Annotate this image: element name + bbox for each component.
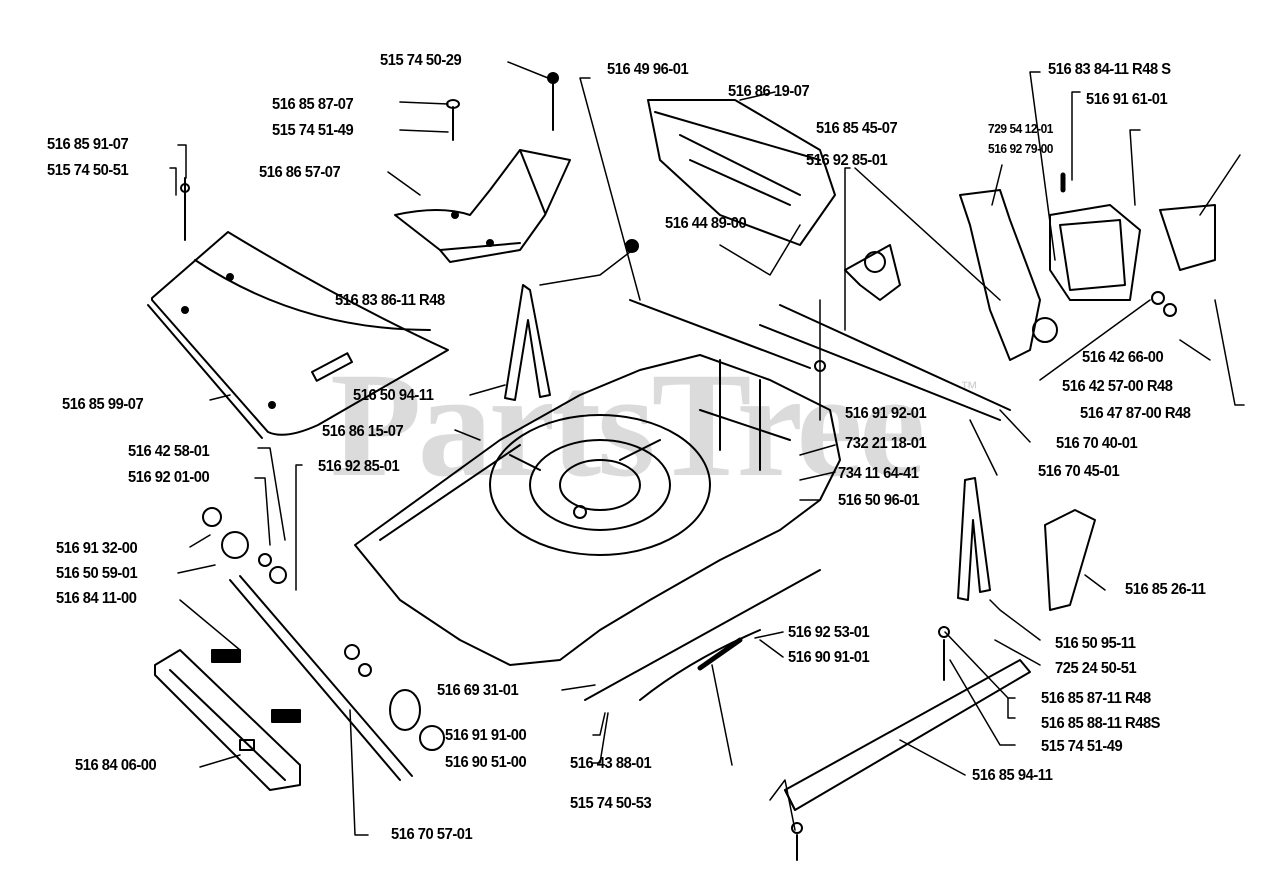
part-label[interactable]: 734 11 64-41	[838, 465, 919, 482]
part-label[interactable]: 516 92 85-01	[806, 152, 888, 169]
part-label[interactable]: 516 50 94-11	[353, 387, 434, 404]
part-label[interactable]: 515 74 51-49	[1041, 738, 1123, 755]
part-label[interactable]: 516 50 95-11	[1055, 635, 1136, 652]
part-label[interactable]: 516 50 59-01	[56, 565, 138, 582]
part-label[interactable]: 516 92 85-01	[318, 458, 400, 475]
part-bolts[interactable]	[180, 72, 1177, 861]
part-label[interactable]: 516 84 11-00	[56, 590, 137, 607]
part-label[interactable]: 516 70 45-01	[1038, 463, 1120, 480]
part-label[interactable]: 516 86 19-07	[728, 83, 810, 100]
part-label[interactable]: 516 85 91-07	[47, 136, 129, 153]
part-label[interactable]: 516 85 87-07	[272, 96, 354, 113]
part-label[interactable]: 516 84 06-00	[75, 757, 157, 774]
part-label[interactable]: 516 86 57-07	[259, 164, 341, 181]
part-label[interactable]: 516 90 51-00	[445, 754, 527, 771]
part-label[interactable]: 516 85 94-11	[972, 767, 1053, 784]
part-label[interactable]: 725 24 50-51	[1055, 660, 1137, 677]
part-deflector-plate-large[interactable]	[147, 231, 449, 439]
part-label[interactable]: 516 91 91-00	[445, 727, 527, 744]
part-label[interactable]: 516 90 91-01	[788, 649, 870, 666]
part-label[interactable]: 516 43 88-01	[570, 755, 652, 772]
part-label[interactable]: 516 42 66-00	[1082, 349, 1164, 366]
leader-lines	[169, 61, 1245, 836]
part-side-rail-right[interactable]	[784, 659, 1031, 811]
part-deflector-plate-small[interactable]	[394, 149, 571, 263]
part-label[interactable]: 516 91 61-01	[1086, 91, 1168, 108]
part-hinge-arm-right[interactable]	[957, 477, 991, 601]
part-label[interactable]: 516 83 86-11 R48	[335, 292, 445, 309]
part-label[interactable]: 516 85 45-07	[816, 120, 898, 137]
part-label[interactable]: 516 91 92-01	[845, 405, 927, 422]
part-label[interactable]: 516 70 57-01	[391, 826, 473, 843]
part-label[interactable]: 516 69 31-01	[437, 682, 519, 699]
part-label[interactable]: 516 70 40-01	[1056, 435, 1138, 452]
part-axle-front[interactable]	[229, 575, 413, 781]
part-label[interactable]: 516 49 96-01	[607, 61, 689, 78]
part-wheel-bracket-right[interactable]	[844, 189, 1058, 361]
part-axle-rear[interactable]	[629, 299, 1011, 421]
part-label[interactable]: 516 44 89-00	[665, 215, 747, 232]
part-cable[interactable]	[584, 569, 821, 701]
part-deck-housing[interactable]	[354, 354, 841, 666]
part-label[interactable]: 516 86 15-07	[322, 423, 404, 440]
part-label[interactable]: 516 50 96-01	[838, 492, 920, 509]
part-label[interactable]: 516 42 58-01	[128, 443, 210, 460]
part-hinge-arm-left[interactable]	[504, 284, 551, 401]
part-label[interactable]: 516 42 57-00 R48	[1062, 378, 1173, 395]
part-rear-cover[interactable]	[647, 99, 836, 246]
part-label[interactable]: 516 83 84-11 R48 S	[1048, 61, 1171, 78]
part-label[interactable]: 516 92 53-01	[788, 624, 870, 641]
part-rail-small-right[interactable]	[1044, 509, 1096, 611]
part-label[interactable]: 516 85 88-11 R48S	[1041, 715, 1161, 732]
part-label[interactable]: 516 91 32-00	[56, 540, 138, 557]
part-label[interactable]: 515 74 50-53	[570, 795, 652, 812]
part-label[interactable]: 516 47 87-00 R48	[1080, 405, 1191, 422]
part-label[interactable]: 516 85 87-11 R48	[1041, 690, 1151, 707]
part-label[interactable]: 515 74 50-29	[380, 52, 462, 69]
part-side-rail-left[interactable]	[154, 649, 301, 791]
part-label[interactable]: 732 21 18-01	[845, 435, 927, 452]
part-label[interactable]: 515 74 50-51	[47, 162, 129, 179]
part-label[interactable]: 729 54 12-01	[988, 121, 1053, 136]
part-label[interactable]: 515 74 51-49	[272, 122, 354, 139]
part-label[interactable]: 516 85 99-07	[62, 396, 144, 413]
part-bag-frame[interactable]	[1049, 204, 1216, 301]
part-label[interactable]: 516 92 79-00	[988, 141, 1053, 156]
part-label[interactable]: 516 85 26-11	[1125, 581, 1206, 598]
part-label[interactable]: 516 92 01-00	[128, 469, 210, 486]
